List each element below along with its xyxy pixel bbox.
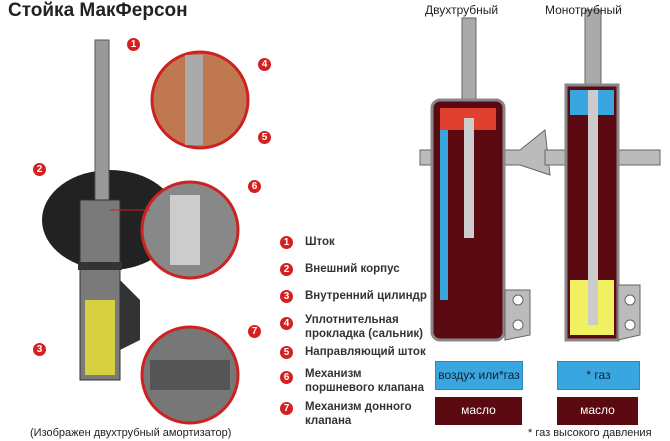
twin-tube-illustration — [419, 17, 551, 342]
legend-label: Шток — [305, 236, 335, 248]
page-title: Стойка МакФерсон — [8, 0, 188, 21]
legend-label: Направляющий шток — [305, 346, 426, 358]
callout-3: 3 — [33, 343, 46, 356]
callout-5: 5 — [258, 131, 271, 144]
twin-gas-box: воздух или*газ — [435, 361, 523, 390]
callout-6: 6 — [248, 180, 261, 193]
twin-oil-box: масло — [435, 397, 522, 425]
legend-num: 1 — [280, 236, 293, 249]
legend-label: Внешний корпус — [305, 263, 400, 275]
callout-4: 4 — [258, 58, 271, 71]
footnote: * газ высокого давления — [528, 427, 652, 439]
caption: (Изображен двухтрубный амортизатор) — [30, 427, 232, 439]
mono-oil-box: масло — [557, 397, 638, 425]
callout-7: 7 — [248, 325, 261, 338]
mono-tube-illustration — [544, 9, 661, 342]
legend-label: Внутренний цилиндр — [305, 290, 427, 302]
legend-num: 4 — [280, 317, 293, 330]
callout-2: 2 — [33, 163, 46, 176]
legend-label: Уплотнительная прокладка (сальник) — [305, 314, 423, 340]
detail-magnifiers — [110, 50, 250, 425]
legend-num: 5 — [280, 346, 293, 359]
twin-tube-heading: Двухтрубный — [425, 3, 499, 17]
legend-num: 7 — [280, 402, 293, 415]
mono-gas-box: * газ — [557, 361, 640, 390]
macpherson-strut-illustration — [42, 39, 178, 381]
callout-1: 1 — [127, 38, 140, 51]
legend-label: Механизм поршневого клапана — [305, 368, 425, 394]
legend-num: 6 — [280, 371, 293, 384]
legend-num: 3 — [280, 290, 293, 303]
legend-num: 2 — [280, 263, 293, 276]
mono-tube-heading: Монотрубный — [545, 3, 622, 17]
legend-label: Механизм донного клапана — [305, 401, 412, 427]
